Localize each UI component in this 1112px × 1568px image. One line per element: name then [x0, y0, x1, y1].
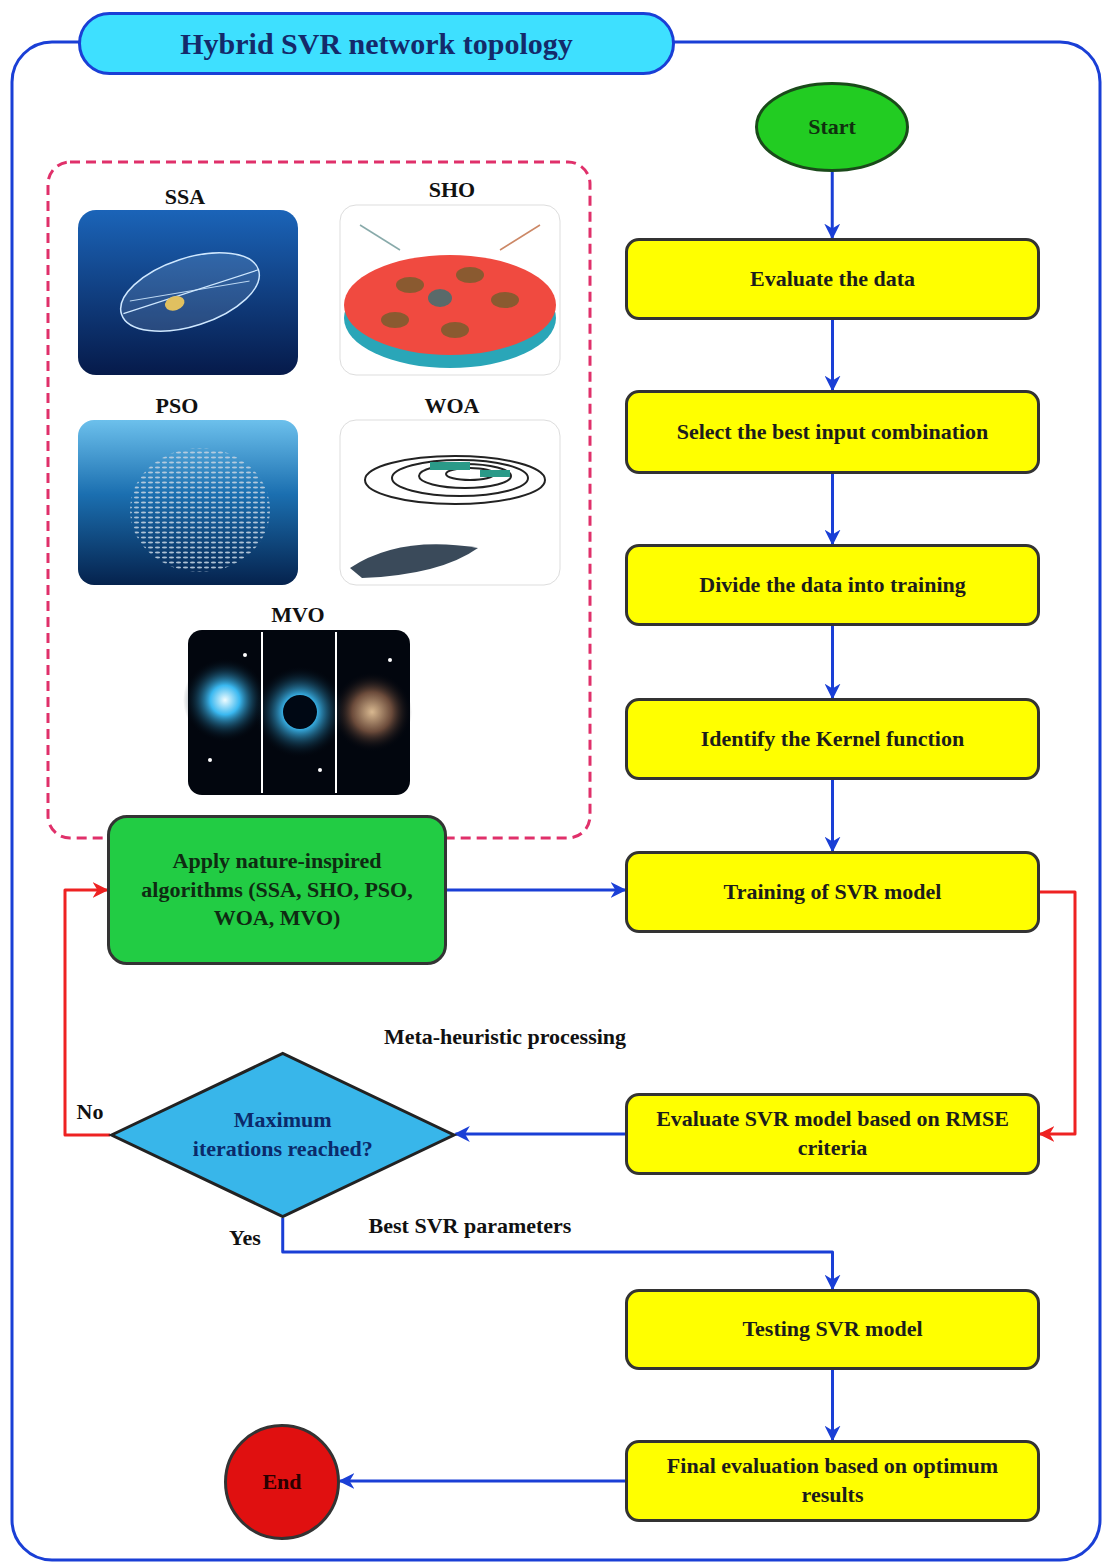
node-text: Testing SVR model [742, 1315, 922, 1344]
outer-frame-part [12, 42, 1100, 1560]
node-text: Divide the data into training [699, 571, 965, 600]
process-box: Final evaluation based on optimum result… [625, 1440, 1040, 1522]
salp-illustration-part [78, 210, 298, 375]
algorithm-group-outline [48, 162, 590, 838]
salp-illustration-part [111, 237, 269, 346]
fish-school-illustration [78, 420, 298, 585]
branch-label: No [74, 1099, 107, 1125]
diamond-shape [112, 1054, 454, 1217]
flow-arrow [1040, 892, 1075, 1134]
multiverse-illustration-part [283, 695, 317, 729]
multiverse-illustration-part [388, 658, 392, 662]
decision-diamond: Maximum iterations reached? [110, 1052, 455, 1218]
hyena-illustration-part [441, 322, 469, 338]
hyena-illustration-part [500, 225, 540, 250]
hyena-illustration-part [340, 205, 560, 375]
whale-illustration-part [365, 456, 545, 504]
ellipse-shape [757, 84, 908, 171]
node-text: Training of SVR model [724, 878, 942, 907]
end-terminal: End [224, 1424, 340, 1540]
hyena-illustration-part [428, 289, 452, 307]
decision-diamond-outline [110, 1052, 455, 1218]
node-text: End [262, 1468, 301, 1497]
fish-school-illustration-part [78, 420, 298, 585]
multiverse-illustration [183, 630, 412, 795]
node-text: Apply nature-inspired algorithms (SSA, S… [130, 847, 424, 933]
algorithm-name: MVO [268, 602, 327, 628]
hyena-illustration [340, 205, 560, 375]
flow-arrow [447, 889, 625, 892]
whale-illustration [340, 420, 560, 585]
process-box: Identify the Kernel function [625, 698, 1040, 780]
flow-arrow [831, 1370, 834, 1440]
flow-arrow [455, 1133, 625, 1136]
outer-frame [12, 42, 1100, 1560]
hyena-illustration-part [491, 292, 519, 308]
process-box: Divide the data into training [625, 544, 1040, 626]
whale-illustration-part [340, 420, 560, 585]
flow-arrow [340, 1480, 625, 1483]
multiverse-illustration-part [183, 658, 267, 742]
algorithm-box: Apply nature-inspired algorithms (SSA, S… [107, 815, 447, 965]
salp-illustration-part [123, 270, 258, 314]
flow-arrow [831, 626, 834, 698]
salp-illustration-part [163, 294, 186, 313]
hyena-illustration-part [396, 277, 424, 293]
multiverse-illustration-part [332, 672, 412, 752]
start-terminal: Start [755, 82, 909, 172]
hyena-illustration-part [344, 255, 556, 355]
whale-illustration-part [430, 462, 470, 470]
salp-illustration-part [111, 237, 269, 346]
title-text: Hybrid SVR network topology [180, 24, 573, 63]
process-note: Meta-heuristic processing [381, 1024, 629, 1050]
multiverse-illustration-part [318, 768, 322, 772]
node-text: Evaluate the data [750, 265, 915, 294]
process-box: Training of SVR model [625, 851, 1040, 933]
title-tab: Hybrid SVR network topology [78, 12, 675, 75]
hyena-illustration-part [381, 312, 409, 328]
process-box: Select the best input combination [625, 390, 1040, 474]
multiverse-illustration-part [335, 632, 337, 793]
flow-arrow [831, 172, 834, 238]
process-box: Testing SVR model [625, 1289, 1040, 1370]
hyena-illustration-part [360, 225, 400, 250]
process-box: Evaluate the data [625, 238, 1040, 320]
salp-illustration-part [130, 264, 250, 318]
whale-illustration-part [350, 544, 478, 578]
flow-arrow [65, 890, 110, 1135]
flow-arrow [831, 780, 834, 851]
flow-arrow [831, 474, 834, 544]
ellipse-shape [226, 1426, 339, 1539]
flow-arrow [831, 320, 834, 390]
whale-illustration-part [480, 470, 510, 477]
hyena-illustration-part [456, 267, 484, 283]
algorithm-name: SHO [426, 177, 478, 203]
node-text: Select the best input combination [677, 418, 989, 447]
whale-illustration-part [392, 460, 528, 496]
salp-illustration [78, 210, 298, 375]
node-text: Maximum iterations reached? [188, 1106, 378, 1163]
algorithm-group-outline-part [48, 162, 590, 838]
node-text: Evaluate SVR model based on RMSE criteri… [648, 1105, 1017, 1162]
branch-label: Yes [226, 1225, 264, 1251]
node-text: Start [808, 113, 856, 142]
node-text: Identify the Kernel function [701, 725, 964, 754]
node-text: Final evaluation based on optimum result… [648, 1452, 1017, 1509]
process-note: Best SVR parameters [366, 1213, 575, 1239]
multiverse-illustration-part [208, 758, 212, 762]
multiverse-illustration-part [243, 653, 247, 657]
algorithm-name: PSO [153, 393, 202, 419]
algorithm-name: SSA [162, 184, 208, 210]
algorithm-name: WOA [422, 393, 483, 419]
process-box: Evaluate SVR model based on RMSE criteri… [625, 1093, 1040, 1175]
fish-school-illustration-part [130, 448, 270, 572]
multiverse-illustration-part [261, 632, 263, 793]
